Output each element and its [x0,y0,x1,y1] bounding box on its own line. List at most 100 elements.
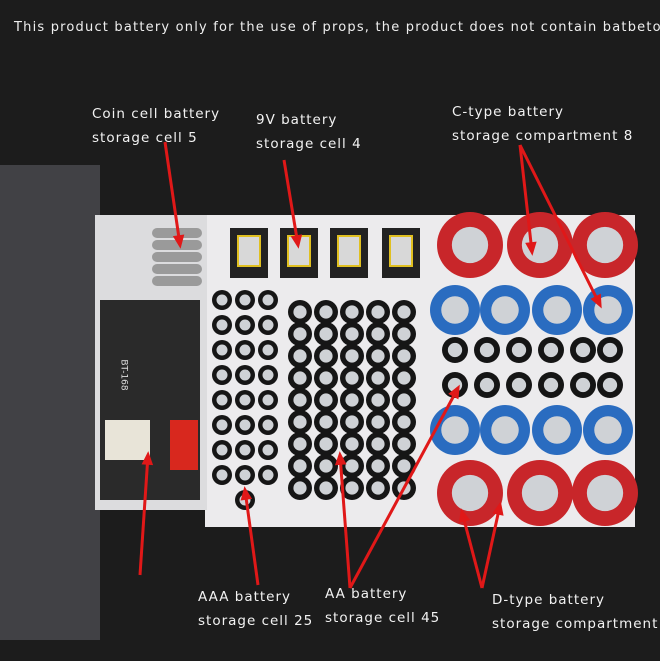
tester-model: BT-168 [118,359,129,391]
c-battery-cap [441,296,469,324]
arrow [480,504,502,589]
label-line: storage compartment 8 [452,128,634,144]
tester-meter [105,420,150,460]
small-battery-cap [511,377,527,393]
arrow [338,454,352,589]
arrow-head-icon [458,508,471,523]
aaa-battery-cap [216,469,228,481]
arrow-head-icon [141,451,154,466]
aa-battery-cap [319,305,333,319]
aa-battery-cap [397,327,411,341]
label-line: Coin cell battery [92,106,221,122]
aa-battery-cap [397,459,411,473]
d-battery-cap [521,474,559,512]
d-battery-cap [451,474,489,512]
aaa-battery-cap [262,344,274,356]
aa-battery-cap [319,459,333,473]
aa-battery-cap [371,437,385,451]
aaa-battery-cap [239,369,251,381]
aa-battery-cap [371,481,385,495]
aa-battery-cap [397,349,411,363]
aaa-battery-cap [239,394,251,406]
aa-battery-cap [371,393,385,407]
aa-battery-cap [345,349,359,363]
aa-battery-cap [345,481,359,495]
arrow-head-icon [290,234,303,249]
arrow [460,511,484,589]
aa-battery-cap [319,327,333,341]
9v-terminal [337,235,361,267]
label-line: AAA battery [198,589,292,605]
aa-battery-cap [345,371,359,385]
small-battery-cap [575,377,591,393]
c-battery-cap [451,226,489,264]
aaa-battery-cap [216,344,228,356]
aaa-battery-cap [239,444,251,456]
aaa-battery-cap [239,319,251,331]
aa-battery-cap [293,459,307,473]
arrow-head-icon [590,293,602,309]
aa-battery-cap [319,371,333,385]
c-battery-cap [594,416,622,444]
arrow-head-icon [448,384,460,400]
arrow [348,387,460,589]
aa-battery-cap [319,349,333,363]
c-battery-cap [543,416,571,444]
label-d: D-type battery storage compartment 6 [492,588,660,636]
aa-battery-cap [371,371,385,385]
aa-battery-cap [397,415,411,429]
aa-battery-cap [319,481,333,495]
9v-terminal [389,235,413,267]
aa-battery-cap [293,327,307,341]
aaa-battery-cap [216,294,228,306]
aaa-battery-cap [262,419,274,431]
coin-cell [152,264,202,274]
aaa-battery-cap [262,469,274,481]
label-line: D-type battery [492,592,605,608]
small-battery-cap [543,342,559,358]
aaa-battery-cap [262,294,274,306]
aaa-battery-cap [262,444,274,456]
small-battery-cap [575,342,591,358]
disclaimer-text: This product battery only for the use of… [14,20,660,35]
small-battery-cap [479,377,495,393]
aa-battery-cap [293,349,307,363]
clear-lid [0,165,100,640]
aaa-battery-cap [239,294,251,306]
c-battery-cap [441,416,469,444]
aa-battery-cap [293,305,307,319]
aaa-battery-cap [239,419,251,431]
arrow [282,159,300,246]
arrow [518,144,534,253]
aa-battery-cap [319,415,333,429]
aaa-battery-cap [216,444,228,456]
d-battery-cap [586,474,624,512]
label-line: C-type battery [452,104,565,120]
small-battery-cap [447,342,463,358]
aa-battery-cap [397,393,411,407]
aa-battery-cap [345,437,359,451]
aaa-battery-cap [262,319,274,331]
aaa-battery-cap [216,394,228,406]
arrow-head-icon [334,451,347,466]
aa-battery-cap [293,415,307,429]
small-battery-cap [479,342,495,358]
aa-battery-cap [397,305,411,319]
label-line: storage compartment 6 [492,616,660,632]
aa-battery-cap [319,437,333,451]
c-battery-cap [586,226,624,264]
aa-battery-cap [345,393,359,407]
9v-terminal [237,235,261,267]
c-battery-cap [491,296,519,324]
aa-battery-cap [345,459,359,473]
label-line: storage cell 4 [256,136,362,152]
aa-battery-cap [397,371,411,385]
aa-battery-cap [371,305,385,319]
aaa-battery-cap [216,419,228,431]
aa-battery-cap [371,349,385,363]
c-battery-cap [543,296,571,324]
small-battery-cap [602,342,618,358]
